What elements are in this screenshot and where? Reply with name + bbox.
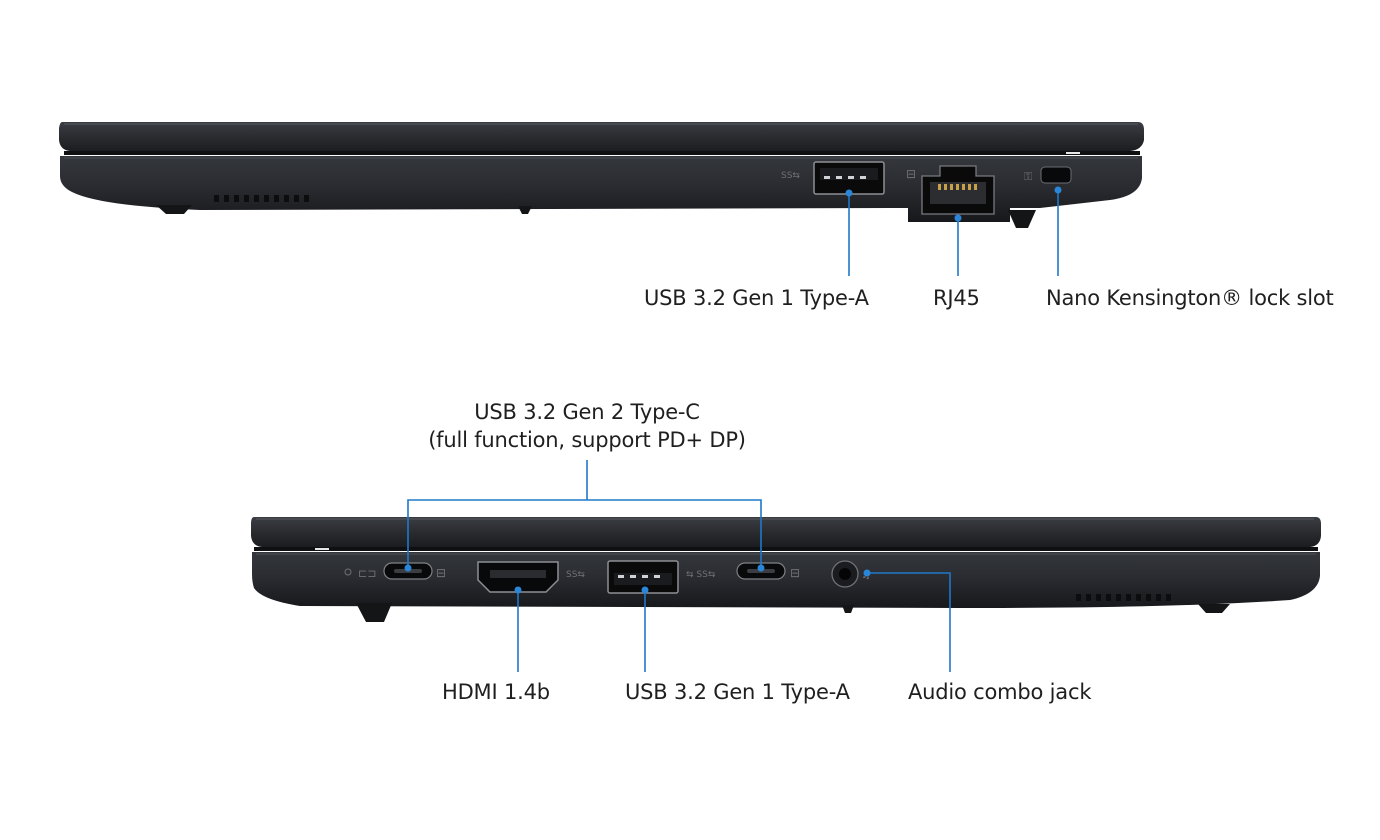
- label-rj45: RJ45: [933, 286, 980, 310]
- svg-text:⊏⊐: ⊏⊐: [358, 567, 376, 580]
- callout-lines-top: [845, 186, 1062, 276]
- svg-text:SS⇆: SS⇆: [781, 171, 800, 181]
- label-audio-jack: Audio combo jack: [908, 680, 1092, 704]
- label-usb-a-right: USB 3.2 Gen 1 Type-A: [644, 286, 869, 310]
- audio-jack-icon: [831, 560, 859, 588]
- svg-text:⚿: ⚿: [1024, 170, 1032, 183]
- ethernet-port-icon: [921, 165, 995, 215]
- label-type-c-line1: USB 3.2 Gen 2 Type-C: [474, 400, 700, 424]
- usb-a-port-icon: [607, 560, 679, 594]
- callout-lines-bottom: [404, 460, 951, 672]
- laptop-left-side-view: [251, 517, 1321, 622]
- label-type-c-group: USB 3.2 Gen 2 Type-C (full function, sup…: [387, 398, 787, 454]
- usb-a-port-icon: [813, 161, 885, 195]
- label-type-c-line2: (full function, support PD+ DP): [428, 428, 746, 452]
- svg-text:SS⇆: SS⇆: [566, 570, 585, 580]
- svg-text:⊟: ⊟: [436, 566, 446, 580]
- svg-text:⊟: ⊟: [906, 167, 916, 181]
- speaker-grille-icon: [214, 195, 309, 202]
- label-usb-a-left: USB 3.2 Gen 1 Type-A: [625, 680, 850, 704]
- label-kensington: Nano Kensington® lock slot: [1046, 286, 1334, 310]
- lock-slot-icon: [1040, 166, 1072, 184]
- hdmi-port-icon: [477, 561, 559, 593]
- svg-text:⇆ SS⇆: ⇆ SS⇆: [686, 570, 716, 580]
- label-hdmi: HDMI 1.4b: [442, 680, 550, 704]
- svg-text:⊟: ⊟: [790, 566, 800, 580]
